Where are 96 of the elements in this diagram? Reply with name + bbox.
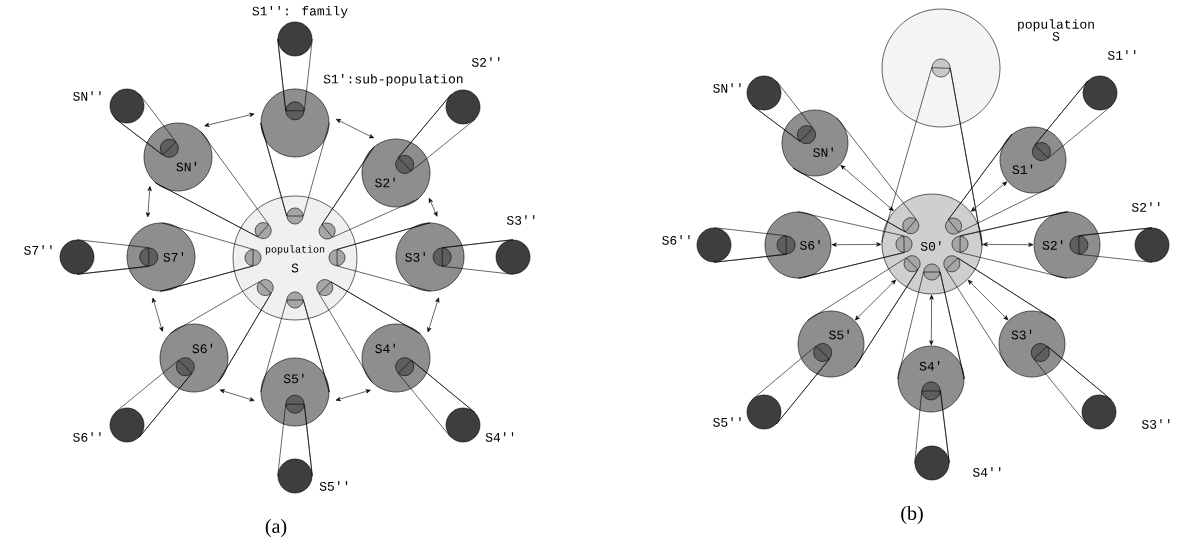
connecting-lines [277,38,313,112]
member-circle [395,155,414,174]
node-label: S4'' [972,467,1001,477]
member-circle [285,101,305,121]
connecting-lines [1078,227,1153,263]
node-label: SN'' [713,83,741,93]
double-arrow [335,118,374,139]
connecting-lines [318,281,421,383]
member-circle [945,217,962,235]
node-label: S1':sub-population [323,73,463,87]
node-label: S3'' [1141,419,1170,429]
double-arrow [982,242,1034,247]
member-circle [943,255,961,273]
member-circle [139,247,159,267]
double-arrow [427,297,440,333]
node-label: S5'' [713,417,741,427]
node-label: S6'' [73,432,101,442]
node-label: S6'' [662,235,690,245]
connecting-lines [897,271,965,380]
member-circle [1032,142,1051,161]
panel-caption: (b) [901,505,923,525]
double-arrow [840,164,894,211]
connecting-lines [277,403,313,477]
member-circle [923,263,941,281]
node-label: SN'' [73,91,101,101]
connecting-lines [114,93,177,156]
node-label: S7'' [24,245,52,255]
node-label: S5'' [319,481,348,491]
connecting-lines [260,122,330,217]
double-arrow [152,297,164,332]
member-circle [1031,343,1050,362]
double-arrow [967,279,1009,321]
connecting-lines [321,146,419,238]
member-circle [921,381,941,401]
member-circle [256,279,274,296]
connecting-lines [397,359,476,438]
member-circle [318,222,336,240]
connecting-lines [751,345,830,425]
member-circle [316,279,334,296]
connecting-lines [792,117,917,233]
member-circle [395,357,414,376]
connecting-lines [1034,80,1113,159]
member-circle [903,255,921,272]
double-arrow [204,112,255,127]
connecting-lines [397,94,476,172]
member-circle [895,235,913,253]
member-circle [902,217,920,234]
member-circle [286,207,304,225]
node-label: S4'' [485,432,514,442]
member-circle [797,125,816,144]
node-label: S2'' [471,57,500,67]
member-circle [286,291,304,309]
connecting-lines [797,211,905,279]
double-arrow [428,197,438,217]
connecting-lines [160,222,254,292]
connecting-lines [751,80,814,142]
connecting-lines [807,257,919,368]
member-circle [951,235,969,253]
member-circle [244,249,262,266]
double-arrow [335,389,371,401]
double-arrow [219,389,255,402]
connecting-lines [959,211,1068,279]
node-label: S1'' [1107,50,1136,60]
connecting-lines [948,133,1055,233]
member-circle [813,343,832,362]
member-circle [160,139,179,158]
node-label: S1'': family [252,5,348,19]
member-circle [1069,235,1089,255]
connecting-lines [881,67,983,247]
member-circle [776,235,796,255]
panel-caption: (a) [265,518,287,538]
member-circle [176,357,195,376]
connecting-lines [76,239,150,275]
member-circle [285,394,305,414]
connecting-lines [713,227,787,263]
connecting-lines [260,299,330,393]
double-arrow [929,294,934,346]
connecting-lines [914,390,950,464]
connecting-lines [945,257,1056,368]
connecting-lines [114,359,193,438]
double-arrow [854,279,896,321]
double-arrow [971,181,1008,212]
member-circle [254,222,272,239]
double-arrow [831,242,882,247]
node-label: S3'' [506,215,535,225]
connecting-lines [1033,345,1112,425]
member-circle [432,247,452,267]
node-label: S2'' [1131,202,1160,212]
connecting-lines [441,239,514,275]
node-label: population S [1018,19,1094,41]
connecting-lines [336,222,431,292]
double-arrow [145,186,152,218]
connecting-lines [169,281,272,383]
connecting-lines [155,130,269,238]
member-circle [931,58,951,78]
member-circle [328,249,346,266]
